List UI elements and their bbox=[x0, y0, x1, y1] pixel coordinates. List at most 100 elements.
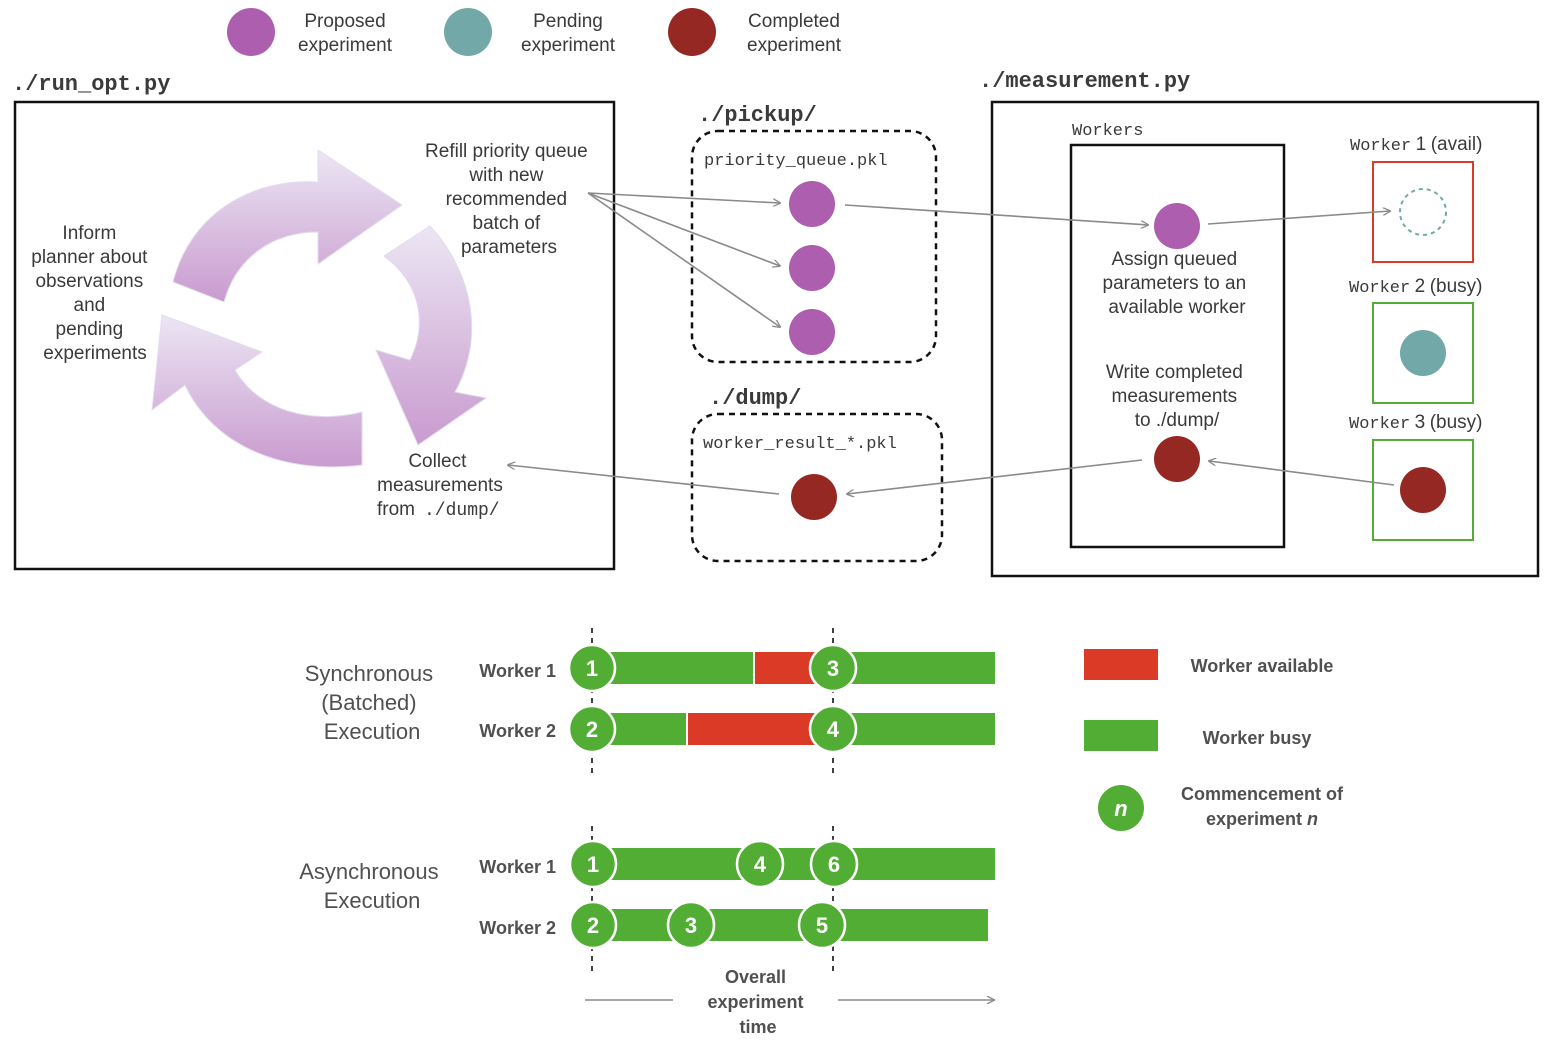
legend-commencement-label-2: experiment n bbox=[1206, 809, 1318, 829]
timeline-markers: 1 3 2 4 1 4 6 2 3 5 bbox=[567, 643, 859, 950]
workers-box bbox=[1069, 143, 1286, 549]
async-worker-1-label: Worker 1 bbox=[479, 857, 556, 877]
legend-busy-swatch bbox=[1084, 720, 1158, 751]
collect-path-text: ./dump/ bbox=[424, 501, 500, 521]
run-opt-panel: ./run_opt.py Refill priority queue with … bbox=[12, 72, 616, 571]
pickup-title: ./pickup/ bbox=[698, 103, 817, 128]
arrow-refill-3 bbox=[587, 192, 780, 327]
legend-commencement-n: n bbox=[1114, 796, 1127, 821]
cycle-arrow-top bbox=[172, 149, 403, 303]
run-opt-box bbox=[13, 100, 616, 571]
svg-text:4: 4 bbox=[754, 852, 767, 877]
written-completed bbox=[1154, 436, 1200, 482]
svg-text:1: 1 bbox=[587, 852, 599, 877]
assigned-proposed bbox=[1154, 203, 1200, 249]
svg-text:5: 5 bbox=[816, 913, 828, 938]
worker-2-label: Worker 2 (busy) bbox=[1349, 276, 1483, 298]
sync-worker-2-label: Worker 2 bbox=[479, 721, 556, 741]
svg-text:6: 6 bbox=[828, 852, 840, 877]
proposed-legend-label: Proposed bbox=[304, 11, 385, 32]
queued-proposed-1 bbox=[789, 181, 835, 227]
svg-text:1: 1 bbox=[586, 656, 598, 681]
dump-title: ./dump/ bbox=[709, 386, 801, 411]
arrow-refill-2 bbox=[587, 192, 780, 266]
async-w1-busy bbox=[592, 848, 995, 880]
marker-sync-w1-1: 1 bbox=[567, 643, 617, 693]
worker-1-label: Worker 1 (avail) bbox=[1350, 134, 1482, 156]
inform-text: Inform planner about observations and pe… bbox=[31, 223, 153, 364]
worker-1-slot bbox=[1372, 161, 1474, 263]
pending-legend-dot bbox=[444, 8, 492, 56]
marker-async-w2-2: 2 bbox=[568, 900, 618, 950]
timeline-legend: Worker available Worker busy n Commencem… bbox=[1084, 649, 1344, 831]
sync-w1-busy-2 bbox=[833, 652, 995, 684]
cycle-arrows bbox=[151, 149, 488, 468]
collect-text: Collect measurements bbox=[377, 451, 503, 496]
proposed-legend-label-2: experiment bbox=[298, 35, 393, 56]
worker-3-slot bbox=[1372, 439, 1474, 541]
completed-legend-label-2: experiment bbox=[747, 35, 842, 56]
measurement-panel: ./measurement.py Workers Assign queued p… bbox=[979, 69, 1540, 578]
worker-3-label: Worker 3 (busy) bbox=[1349, 412, 1483, 434]
async-label: Asynchronous Execution bbox=[299, 859, 445, 913]
svg-text:2: 2 bbox=[587, 913, 599, 938]
svg-text:3: 3 bbox=[827, 656, 839, 681]
sync-worker-1-label: Worker 1 bbox=[479, 661, 556, 681]
pickup-box bbox=[690, 129, 938, 364]
write-text: Write completed measurements to ./dump/ bbox=[1106, 362, 1248, 431]
sync-w2-busy-2 bbox=[833, 713, 995, 745]
marker-sync-w2-2: 2 bbox=[567, 704, 617, 754]
arrow-queue-to-workers bbox=[844, 204, 1148, 225]
assign-text: Assign queued parameters to an available… bbox=[1103, 249, 1252, 318]
dump-file: worker_result_*.pkl bbox=[703, 435, 897, 454]
completed-legend-label: Completed bbox=[748, 11, 840, 32]
time-axis-label: Overall experiment time bbox=[707, 967, 808, 1037]
marker-async-w1-4: 4 bbox=[735, 839, 785, 889]
dump-panel: ./dump/ worker_result_*.pkl bbox=[690, 386, 944, 563]
async-w2-busy bbox=[592, 909, 988, 941]
marker-sync-w2-4: 4 bbox=[808, 704, 858, 754]
worker-2-slot bbox=[1372, 302, 1474, 404]
cycle-arrow-left bbox=[151, 314, 363, 468]
measurement-box bbox=[990, 100, 1540, 578]
legend-busy-label: Worker busy bbox=[1203, 728, 1312, 748]
queued-proposed-2 bbox=[789, 245, 835, 291]
measurement-title: ./measurement.py bbox=[979, 69, 1190, 94]
pickup-file: priority_queue.pkl bbox=[704, 152, 888, 171]
marker-async-w2-3: 3 bbox=[666, 900, 716, 950]
worker-3-completed bbox=[1400, 467, 1446, 513]
flow-arrows bbox=[508, 192, 1395, 495]
arrow-worker-3-to-write bbox=[1209, 461, 1395, 486]
dumped-result bbox=[791, 474, 837, 520]
pickup-panel: ./pickup/ priority_queue.pkl bbox=[690, 103, 938, 364]
worker-2-pending bbox=[1400, 330, 1446, 376]
completed-legend-dot bbox=[668, 8, 716, 56]
top-legend: Proposed experiment Pending experiment C… bbox=[227, 8, 842, 56]
arrow-dump-to-collect bbox=[508, 465, 780, 495]
workers-label: Workers bbox=[1072, 122, 1143, 141]
worker-1-empty-indicator bbox=[1399, 188, 1447, 236]
arrow-assign-to-worker-1 bbox=[1207, 211, 1390, 225]
legend-commencement-marker bbox=[1098, 785, 1144, 831]
legend-available-swatch bbox=[1084, 649, 1158, 680]
pending-legend-label: Pending bbox=[533, 11, 603, 32]
async-worker-2-label: Worker 2 bbox=[479, 918, 556, 938]
arrow-refill-1 bbox=[587, 192, 780, 203]
dump-box bbox=[690, 412, 944, 563]
svg-text:2: 2 bbox=[586, 717, 598, 742]
sync-w1-busy-1 bbox=[592, 652, 753, 684]
timeline-section: Synchronous (Batched) Execution Asynchro… bbox=[299, 628, 1344, 1037]
legend-commencement-label: Commencement of bbox=[1181, 784, 1344, 804]
run-opt-title: ./run_opt.py bbox=[12, 72, 170, 97]
legend-available-label: Worker available bbox=[1191, 656, 1334, 676]
marker-sync-w1-3: 3 bbox=[808, 643, 858, 693]
arrow-write-to-dump bbox=[847, 459, 1143, 494]
pending-legend-label-2: experiment bbox=[521, 35, 616, 56]
queued-proposed-3 bbox=[789, 309, 835, 355]
marker-async-w1-1: 1 bbox=[568, 839, 618, 889]
cycle-arrow-right bbox=[375, 225, 488, 446]
marker-async-w2-5: 5 bbox=[797, 900, 847, 950]
refill-text: Refill priority queue with new recommend… bbox=[425, 141, 593, 258]
proposed-legend-dot bbox=[227, 8, 275, 56]
